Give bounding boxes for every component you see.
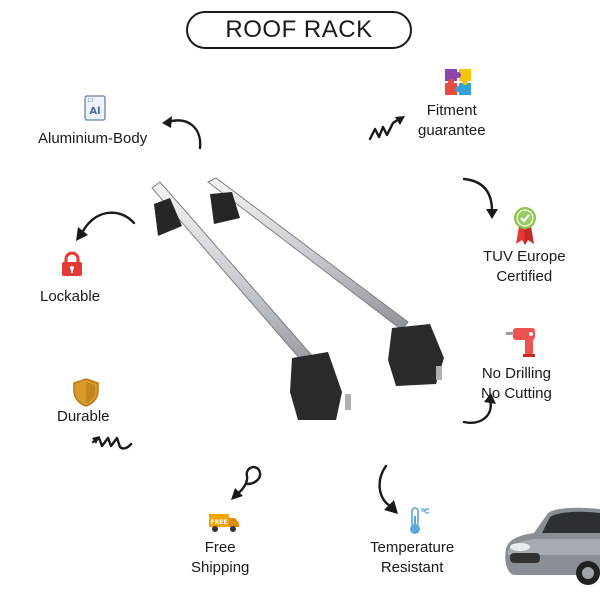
aluminium-element-icon: 13 Al — [84, 95, 106, 121]
curved-arrow-icon — [76, 211, 136, 241]
roof-rack-image — [151, 177, 444, 420]
no-drilling-label: No Drilling No Cutting — [481, 365, 552, 402]
free-shipping-label: Free Shipping — [191, 539, 250, 576]
aluminium-body-label: Aluminium-Body — [38, 130, 148, 147]
durable-label: Durable — [57, 408, 110, 425]
svg-text:FREE: FREE — [211, 519, 228, 526]
curved-arrow-icon — [162, 116, 202, 150]
temperature-resistant-label: Temperature Resistant — [370, 539, 455, 576]
page-title: ROOF RACK — [186, 11, 412, 49]
svg-text:13: 13 — [87, 98, 93, 104]
svg-text:Al: Al — [89, 106, 100, 117]
squiggle-arrow-icon — [91, 436, 133, 450]
padlock-icon — [61, 251, 83, 277]
curved-arrow-icon — [462, 393, 496, 424]
car-image — [505, 507, 600, 585]
curved-arrow-icon — [378, 464, 398, 514]
truck-icon: FREE — [208, 512, 240, 534]
tuv-certified-label: TUV Europe Certified — [483, 248, 566, 285]
curved-arrow-icon — [462, 177, 498, 219]
lockable-label: Lockable — [40, 288, 101, 305]
drill-icon — [505, 326, 541, 358]
loop-arrow-icon — [231, 465, 262, 500]
shield-icon — [71, 377, 101, 407]
fitment-guarantee-label: Fitment guarantee — [418, 102, 486, 139]
squiggle-arrow-icon — [368, 116, 405, 141]
puzzle-icon — [444, 68, 472, 96]
certified-badge-icon — [512, 206, 538, 246]
thermometer-icon — [408, 506, 430, 536]
